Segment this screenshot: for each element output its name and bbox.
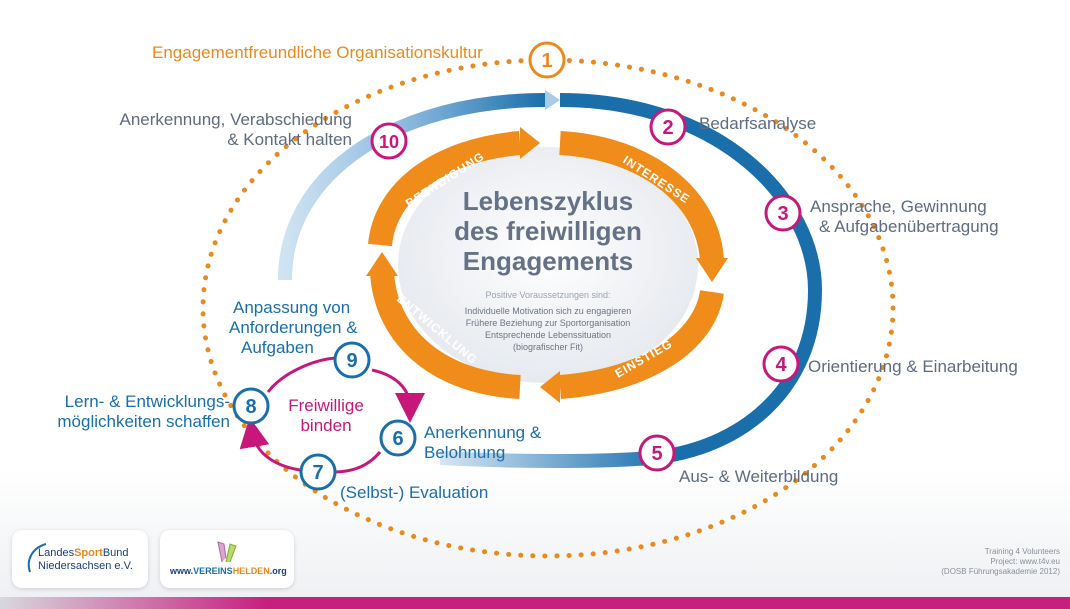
step-5-label: Aus- & Weiterbildung [679,467,839,486]
vereinshelden-logo[interactable]: www.VEREINSHELDEN.org [160,530,294,588]
step-9-circle: 9 [333,341,371,379]
step-10-number: 10 [379,132,399,152]
center-prereq-line-2: Frühere Beziehung zur Sportorganisation [465,318,631,328]
step-2-circle: 2 [649,108,687,146]
step-10-label-line-2: & Kontakt halten [227,130,352,149]
step-9-label: Anpassung von Anforderungen & Aufgaben [229,298,358,358]
orange-arc-einstieg-arrow [540,371,560,403]
logo-vh-suffix: .org [269,566,287,576]
step-7-number: 7 [312,462,323,484]
step-2-number: 2 [662,117,673,139]
orange-arc-einstieg [559,289,724,399]
logo-lsb-sport: Sport [74,547,103,559]
step-6-label-line-2: Belohnung [424,443,506,462]
vereinshelden-figure-icon [217,541,237,563]
step-2-label: Bedarfsanalyse [699,114,817,133]
landessportbund-line-1: LandesSportBund [38,547,129,560]
blue-ring-bottom [439,451,651,468]
step-4-label: Orientierung & Einarbeitung [808,357,1018,376]
step-1-circle: 1 [528,41,566,79]
step-6-label-line-1: Anerkennung & [424,423,542,442]
center-prereq-list: Individuelle Motivation sich zu engagier… [438,305,658,353]
step-10-label: Anerkennung, Verabschiedung & Kontakt ha… [90,110,352,150]
step-8-label-line-1: Lern- & Entwicklungs- [64,392,230,411]
credit-line-2: Project: www.t4v.eu [990,557,1060,566]
step-8-label-line-2: möglichkeiten schaffen [57,412,230,431]
logo-vh-name2: HELDEN [232,566,270,576]
inner-loop-label-line-1: Freiwillige [288,396,364,415]
step-10-label-line-1: Anerkennung, Verabschiedung [119,110,352,129]
step-9-label-line-2: Anforderungen & [229,318,358,337]
center-prereq-title: Positive Voraussetzungen sind: [485,290,611,300]
landessportbund-line-2: Niedersachsen e.V. [38,560,133,572]
center-prereq-line-3: Entsprechende Lebenssituation [484,330,612,340]
step-1-number: 1 [541,50,552,72]
credits: Training 4 Volunteers Project: www.t4v.e… [941,547,1060,577]
center-title-line-1: Lebenszyklus [462,186,634,216]
center-ellipse [398,147,698,383]
step-1-label: Engagementfreundliche Organisationskultu… [152,43,483,62]
step-6-number: 6 [392,428,403,450]
logo-vh-prefix: www. [170,566,194,576]
step-8-number: 8 [245,396,256,418]
landessportbund-logo[interactable]: LandesSportBund Niedersachsen e.V. [12,530,148,588]
logo-lsb-bund: Bund [102,547,129,559]
step-9-label-line-3: Aufgaben [241,338,314,357]
inner-loop-top [266,356,339,393]
step-3-circle: 3 [764,194,802,232]
step-3-number: 3 [777,203,788,225]
inner-loop-bottom [334,451,382,474]
center-prereq-line-1: Individuelle Motivation sich zu engagier… [464,306,632,316]
landessportbund-swoosh-icon [27,543,47,573]
orange-arc-entwicklung-arrow [366,252,398,276]
step-5-number: 5 [651,443,662,465]
inner-loop-left-arrow [239,417,301,472]
vereinshelden-text: www.VEREINSHELDEN.org [170,566,287,577]
step-9-label-line-1: Anpassung von [233,298,351,317]
center-title: Lebenszyklus des freiwilligen Engagement… [418,186,678,276]
inner-loop-label-line-2: binden [300,416,352,435]
step-8-label: Lern- & Entwicklungs- möglichkeiten scha… [20,392,230,432]
logo-vh-name1: VEREINS [193,566,233,576]
credit-line-1: Training 4 Volunteers [984,547,1060,556]
logo-lsb-landes: Landes [38,547,75,559]
step-7-circle: 7 [299,453,337,491]
step-8-circle: 8 [232,387,270,425]
credit-line-3: (DOSB Führungsakademie 2012) [941,567,1060,576]
center-title-line-2: des freiwilligen [454,216,642,246]
footer-bar [0,597,1070,609]
inner-loop-label: Freiwillige binden [276,396,376,436]
orange-arc-beendigung-arrow [520,127,540,159]
blue-ring-top-arrow [545,90,560,110]
step-3-label-line-2: & Aufgabenübertragung [819,217,999,236]
step-9-number: 9 [346,350,357,372]
blue-ring-top [278,93,546,281]
center-prereq-line-4: (biografischer Fit) [512,342,584,352]
step-6-circle: 6 [379,419,417,457]
orange-arc-interesse-arrow [696,258,728,282]
step-3-label: Ansprache, Gewinnung & Aufgabenübertragu… [810,197,999,237]
center-title-line-3: Engagements [462,246,634,276]
inner-loop-top-arrow [371,368,425,423]
orange-arc-entwicklung [370,270,521,399]
step-10-circle: 10 [370,122,408,160]
step-7-label: (Selbst-) Evaluation [340,483,489,502]
step-4-number: 4 [775,354,787,376]
step-3-label-line-1: Ansprache, Gewinnung [810,197,987,216]
step-4-circle: 4 [762,345,800,383]
step-6-label: Anerkennung & Belohnung [424,423,541,463]
orange-arc-interesse [559,131,724,263]
step-5-circle: 5 [638,434,676,472]
orange-arc-beendigung [368,131,522,247]
